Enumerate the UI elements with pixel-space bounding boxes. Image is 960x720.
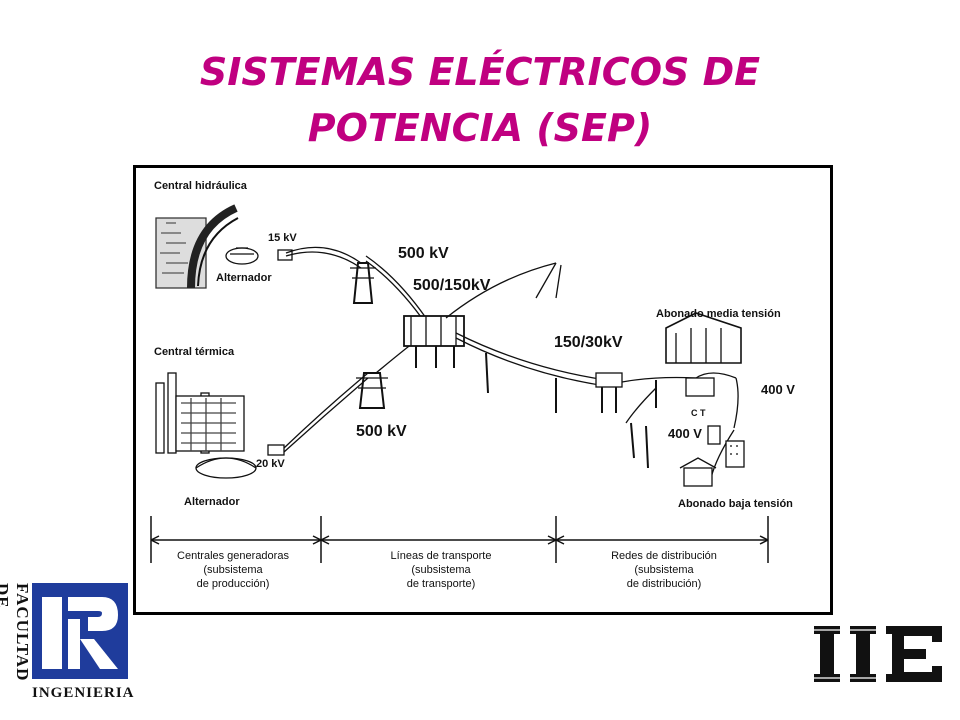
substation-150-30 — [595, 372, 623, 413]
faculty-logo-mark — [32, 583, 128, 679]
lv-customer-buildings — [679, 425, 745, 487]
label-ct: C T — [691, 408, 706, 418]
label-20kv: 20 kV — [256, 458, 285, 470]
tower-1 — [350, 262, 376, 304]
section-dividers — [150, 516, 769, 563]
page-title: SISTEMAS ELÉCTRICOS DE POTENCIA (SEP) — [0, 44, 960, 156]
substation-500-150 — [403, 315, 465, 368]
label-abonado-baja: Abonado baja tensión — [678, 498, 793, 510]
faculty-logo: FACULTAD DE INGENIERIA — [0, 583, 136, 713]
label-central-termica: Central térmica — [154, 346, 235, 358]
overlay-400v-right: 400 V — [761, 382, 795, 397]
label-central-hidraulica: Central hidráulica — [154, 180, 247, 192]
faculty-logo-vertical-text: FACULTAD DE — [0, 583, 32, 682]
mv-customer-buildings — [665, 312, 742, 364]
title-line-1: SISTEMAS ELÉCTRICOS DE — [199, 50, 761, 94]
overlay-150-30kv: 150/30kV — [554, 334, 623, 351]
label-alternador-bottom: Alternador — [184, 496, 240, 508]
overlay-500kv-top: 500 kV — [398, 245, 449, 262]
label-15kv: 15 kV — [268, 232, 297, 244]
overlay-400v-mid: 400 V — [668, 426, 702, 441]
iie-logo — [808, 620, 948, 688]
section-distribucion: Redes de distribución (subsistema de dis… — [611, 550, 717, 590]
label-alternador-top: Alternador — [216, 272, 272, 284]
section-transporte: Líneas de transporte (subsistema de tran… — [390, 550, 492, 590]
faculty-logo-horizontal-text: INGENIERIA — [32, 685, 135, 701]
overlay-500-150kv: 500/150kV — [413, 277, 491, 294]
title-line-2: POTENCIA (SEP) — [307, 106, 653, 150]
sep-diagram: Central hidráulica 15 kV Alternador Cent… — [133, 165, 833, 615]
label-abonado-media: Abonado media tensión — [656, 308, 781, 320]
tower-2 — [356, 372, 388, 409]
overlay-500kv-bottom: 500 kV — [356, 423, 407, 440]
thermal-plant-drawing — [155, 372, 285, 479]
diagram-drawing — [150, 204, 769, 563]
section-produccion: Centrales generadoras (subsistema de pro… — [177, 550, 289, 590]
iie-logo-mark — [812, 626, 942, 682]
